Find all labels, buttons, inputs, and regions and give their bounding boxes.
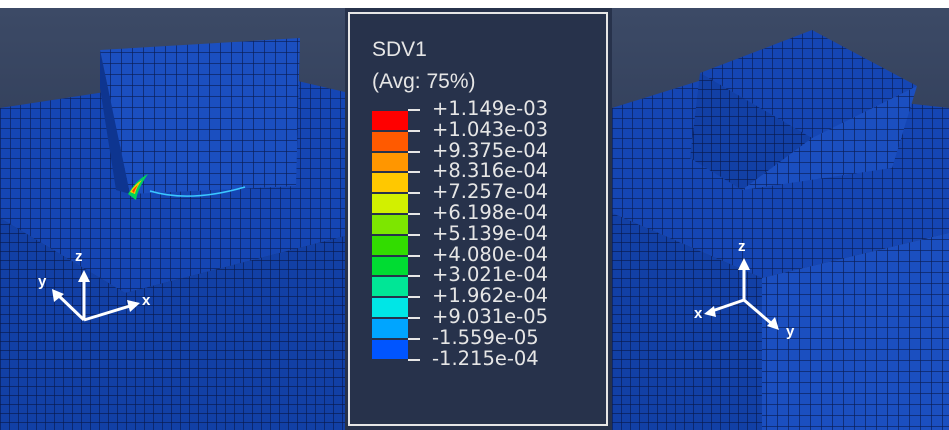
legend-tick — [408, 254, 420, 257]
legend-averaging-label: (Avg: 75%) — [372, 70, 476, 93]
legend-color-swatch — [372, 194, 408, 213]
legend-color-swatch — [372, 111, 408, 130]
right-model-render: z x y — [612, 30, 949, 430]
legend-tick — [408, 171, 420, 174]
legend-color-swatch — [372, 235, 408, 255]
right-y-label: y — [786, 323, 795, 340]
legend-level-label: -1.215e-04 — [432, 346, 539, 370]
right-z-label: z — [738, 238, 746, 255]
legend-tick — [408, 275, 420, 278]
legend-color-swatch — [372, 173, 408, 193]
legend-level-label: -1.559e-05 — [432, 325, 539, 349]
right-axis-triad: z x y — [694, 238, 795, 340]
top-margin — [0, 0, 949, 8]
legend-color-swatch — [372, 319, 408, 338]
contact-stress-spot — [128, 174, 148, 200]
legend-tick — [408, 358, 420, 361]
left-y-label: y — [38, 273, 47, 290]
right-x-label: x — [694, 305, 703, 322]
base-front-face — [0, 218, 345, 430]
legend-tick — [408, 129, 420, 132]
left-model-render: z x y — [0, 38, 345, 430]
legend-level-label: +9.031e-05 — [432, 305, 549, 328]
legend-level-label: +4.080e-04 — [432, 242, 549, 266]
legend-level-label: +1.962e-04 — [432, 284, 549, 308]
punch-edge — [100, 50, 130, 194]
legend-color-swatch — [372, 215, 408, 234]
legend-color-swatch — [372, 131, 408, 151]
legend-level-label: +7.257e-04 — [432, 180, 549, 204]
legend-color-swatch — [372, 256, 408, 276]
base-side-face — [762, 233, 949, 430]
legend-tick — [408, 109, 420, 111]
legend-level-label: +1.149e-03 — [432, 97, 549, 120]
left-z-label: z — [75, 248, 83, 265]
legend-tick — [408, 337, 420, 340]
block-side-face — [690, 73, 812, 190]
legend-level-label: +9.375e-04 — [432, 138, 549, 162]
left-axis-triad: z x y — [38, 248, 151, 322]
legend-color-swatch — [372, 298, 408, 317]
legend-tick — [408, 150, 420, 153]
legend-color-swatch — [372, 339, 408, 359]
legend-level-label: +8.316e-04 — [432, 159, 549, 183]
punch-front-face — [100, 38, 300, 194]
legend-tick — [408, 317, 420, 319]
legend-tick — [408, 233, 420, 236]
legend-level-label: +5.139e-04 — [432, 221, 549, 245]
legend-level-label: +6.198e-04 — [432, 201, 549, 224]
legend-tick — [408, 192, 420, 195]
legend-level-label: +1.043e-03 — [432, 117, 549, 141]
legend-tick — [408, 296, 420, 299]
legend-variable-title: SDV1 — [372, 38, 427, 61]
legend-tick — [408, 213, 420, 215]
right-viewport[interactable]: z x y — [612, 8, 949, 430]
legend-color-swatch — [372, 152, 408, 172]
legend-color-swatch — [372, 277, 408, 297]
left-x-label: x — [142, 292, 151, 309]
legend-level-label: +3.021e-04 — [432, 263, 549, 287]
block-front-face — [742, 86, 917, 190]
block-top-face — [700, 30, 917, 138]
left-viewport[interactable]: z x y — [0, 8, 345, 430]
base-front-face — [612, 213, 762, 430]
legend-border — [348, 12, 608, 426]
